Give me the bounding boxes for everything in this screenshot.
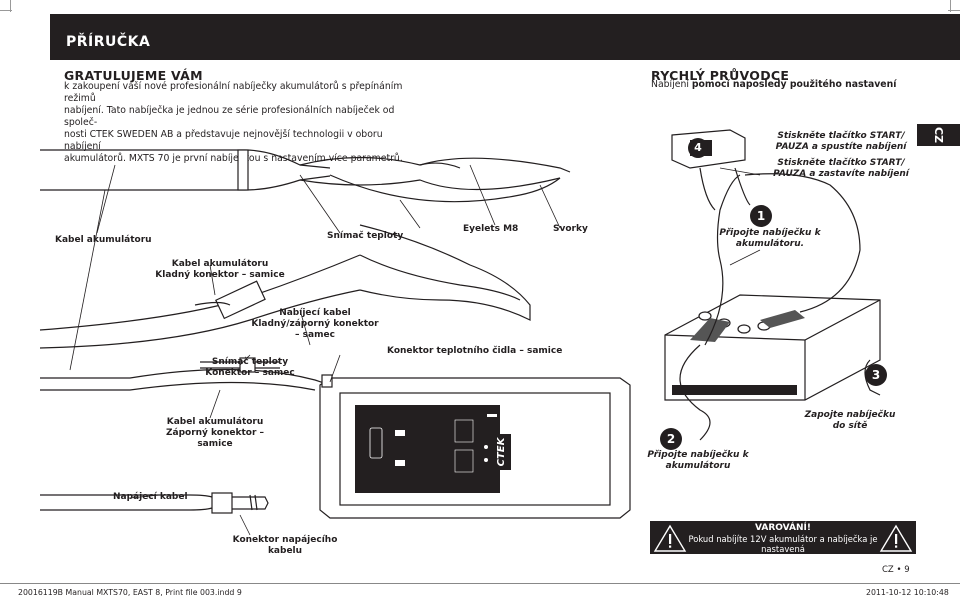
label-charge-cable: Nabíjecí kabel Kladný/záporný konektor –… bbox=[245, 308, 385, 341]
label-battery-cable-negative: Kabel akumulátoru Záporný konektor – sam… bbox=[150, 417, 280, 450]
quick-guide-subtitle-plain: Nabíjení bbox=[651, 79, 692, 90]
label-temp-sensor: Snímač teploty bbox=[327, 231, 404, 241]
footer-file: 20016119B Manual MXTS70, EAST 8, Print f… bbox=[18, 588, 242, 597]
step-3-line: Zapojte nabíječku bbox=[804, 410, 896, 420]
header-bar bbox=[50, 14, 960, 60]
intro-line: k zakoupení vaší nové profesionální nabí… bbox=[64, 81, 403, 104]
language-tab: CZ bbox=[917, 124, 960, 146]
crop-mark bbox=[948, 10, 960, 11]
step-1-line: Připojte nabíječku k bbox=[719, 228, 821, 238]
step-4-text-stop: Stiskněte tlačítko START/ PAUZA a zastav… bbox=[766, 158, 916, 180]
step-2-line: akumulátoru bbox=[665, 461, 731, 471]
label-line: Konektor – samec bbox=[205, 368, 295, 378]
label-temp-sensor-connector: Snímač teploty Konektor – samec bbox=[200, 357, 300, 379]
step-2-badge: 2 bbox=[660, 428, 682, 450]
label-line: Kladný/záporný konektor bbox=[251, 319, 379, 329]
label-line: Záporný konektor – bbox=[165, 428, 265, 438]
quick-guide-subtitle: Nabíjení pomocí naposledy použitého nast… bbox=[651, 79, 896, 91]
intro-text: k zakoupení vaší nové profesionální nabí… bbox=[64, 81, 404, 165]
label-line: Kabel akumulátoru bbox=[171, 259, 269, 269]
label-battery-cable: Kabel akumulátoru bbox=[55, 235, 152, 245]
label-line: Kladný konektor – samice bbox=[155, 270, 285, 280]
label-line: samice bbox=[197, 439, 233, 449]
step-4-line: Stiskněte tlačítko START/ bbox=[777, 131, 905, 141]
step-2-text: Připojte nabíječku k akumulátoru bbox=[628, 450, 768, 472]
intro-line: nosti CTEK SWEDEN AB a představuje nejno… bbox=[64, 129, 383, 152]
step-1-badge: 1 bbox=[750, 205, 772, 227]
intro-line: nabíjení. Tato nabíječka je jednou ze sé… bbox=[64, 105, 395, 128]
step-4-line: PAUZA a spustíte nabíjení bbox=[775, 142, 907, 152]
label-temp-connector: Konektor teplotního čidla – samice bbox=[387, 346, 563, 356]
label-power-connector: Konektor napájecího kabelu bbox=[225, 535, 345, 557]
label-line: Kabel akumulátoru bbox=[166, 417, 264, 427]
step-2-line: Připojte nabíječku k bbox=[647, 450, 749, 460]
label-line: Nabíjecí kabel bbox=[279, 308, 351, 318]
page-num: 9 bbox=[904, 565, 910, 575]
label-line: Snímač teploty bbox=[211, 357, 289, 367]
page-bullet: • bbox=[896, 565, 902, 575]
label-line: – samec bbox=[295, 330, 335, 340]
step-3-text: Zapojte nabíječku do sítě bbox=[795, 410, 905, 432]
label-line: Konektor napájecího bbox=[232, 535, 338, 545]
label-eyelets: Eyelets M8 bbox=[463, 224, 519, 234]
crop-mark bbox=[10, 0, 11, 12]
label-battery-cable-positive: Kabel akumulátoru Kladný konektor – sami… bbox=[150, 259, 290, 281]
step-3-badge: 3 bbox=[865, 364, 887, 386]
crop-mark bbox=[0, 10, 12, 11]
intro-line: akumulátorů. MXTS 70 je první nabíječkou… bbox=[64, 153, 403, 164]
crop-mark bbox=[950, 0, 951, 12]
quick-guide-subtitle-bold: pomocí naposledy použitého nastavení bbox=[691, 79, 897, 90]
warning-text: Pokud nabíjíte 12V akumulátor a nabíječk… bbox=[680, 534, 886, 564]
step-4-line: Stiskněte tlačítko START/ bbox=[777, 158, 905, 168]
step-3-line: do sítě bbox=[832, 421, 868, 431]
quick-guide-heading: RYCHLÝ PRŮVODCE bbox=[651, 68, 790, 83]
warning-title: VAROVÁNÍ! bbox=[755, 523, 811, 533]
warning-line: na 24 V, akumulátory a elektronika se po… bbox=[684, 554, 882, 564]
intro-heading: GRATULUJEME VÁM bbox=[64, 68, 203, 83]
page-title: PŘÍRUČKA bbox=[66, 34, 151, 50]
label-clamps: Svorky bbox=[553, 224, 588, 234]
step-4-line: PAUZA a zastavíte nabíjení bbox=[773, 169, 909, 179]
warning-line: Pokud nabíjíte 12V akumulátor a nabíječk… bbox=[688, 534, 878, 554]
step-1-line: akumulátoru. bbox=[735, 239, 805, 249]
page-lang: CZ bbox=[882, 565, 894, 575]
label-line: kabelu bbox=[267, 546, 303, 556]
step-1-text: Připojte nabíječku k akumulátoru. bbox=[700, 228, 840, 250]
page-number: CZ • 9 bbox=[882, 565, 910, 575]
warning-box: VAROVÁNÍ! Pokud nabíjíte 12V akumulátor … bbox=[650, 521, 916, 564]
label-power-cable: Napájecí kabel bbox=[113, 492, 188, 502]
step-4-badge: 4 bbox=[688, 138, 708, 158]
ctek-logo: CTEK bbox=[493, 434, 511, 470]
footer-date: 2011-10-12 10:10:48 bbox=[866, 588, 949, 597]
step-4-text-start: Stiskněte tlačítko START/ PAUZA a spustí… bbox=[766, 131, 916, 153]
footer-rule bbox=[0, 583, 960, 584]
